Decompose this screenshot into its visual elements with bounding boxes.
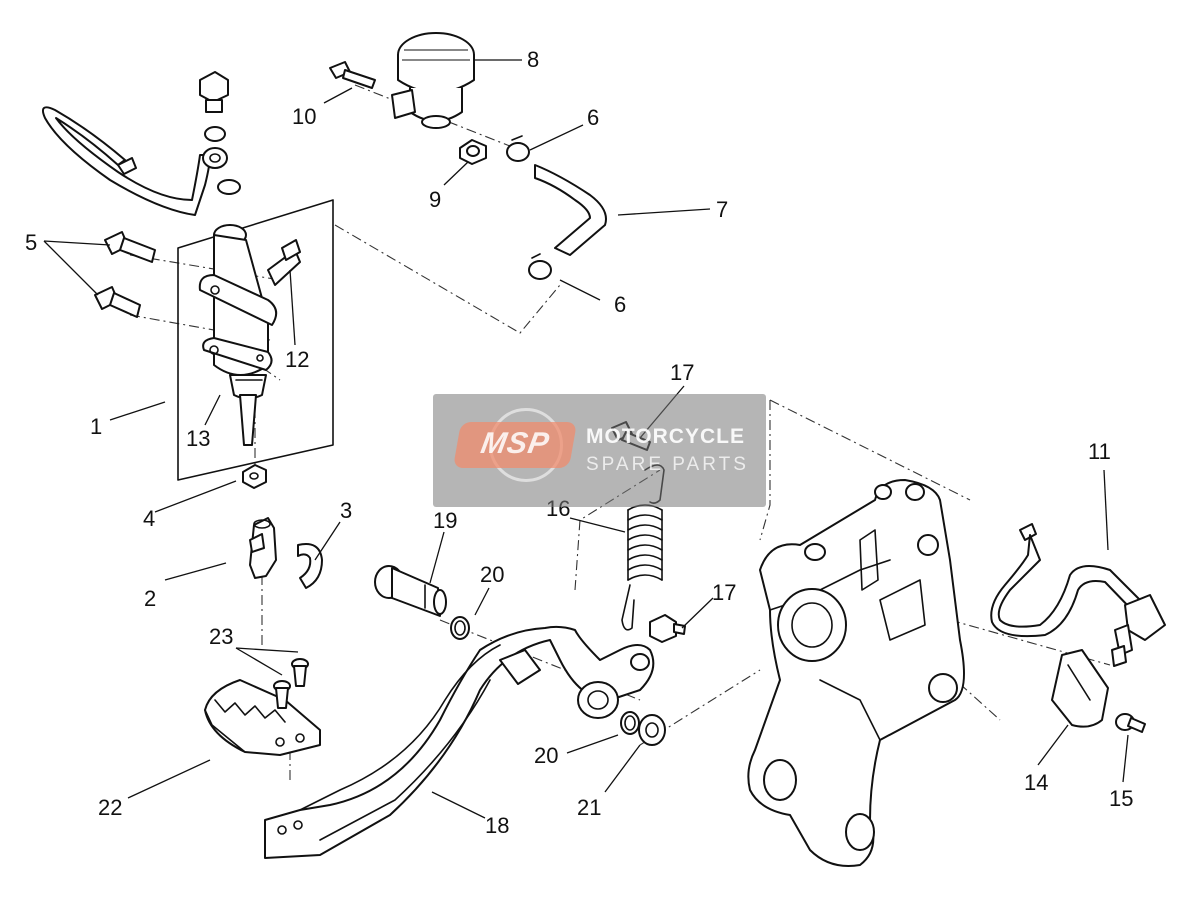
clip-part-3 [297,543,323,589]
screw-part-10 [329,61,376,89]
callout-21: 21 [577,795,601,820]
callout-17-lower: 17 [712,580,736,605]
pivot-pin-part-19 [374,565,447,617]
watermark-logo-text: MSP [478,427,553,460]
switch-bracket-part-14 [1051,649,1109,728]
master-cylinder-frame [177,199,334,481]
brake-light-switch-cable [990,523,1166,667]
callout-6-upper: 6 [587,105,599,130]
callout-22: 22 [98,795,122,820]
callout-20-upper: 20 [480,562,504,587]
callout-1: 1 [90,414,102,439]
bolt-part-5-upper [104,231,156,263]
callout-15: 15 [1109,786,1133,811]
callout-17-upper: 17 [670,360,694,385]
caliper-bracket [747,479,965,867]
watermark-logo: MSP [452,422,578,468]
callout-6-lower: 6 [614,292,626,317]
hose-clamp-upper [506,135,530,162]
callout-7: 7 [716,197,728,222]
callout-12: 12 [285,347,309,372]
master-cylinder [198,224,301,446]
callout-8: 8 [527,47,539,72]
callout-14: 14 [1024,770,1048,795]
screw-part-23-left [273,680,291,709]
callout-labels: 1 2 3 4 5 6 6 7 8 9 10 11 12 13 14 15 16… [25,47,1133,838]
brake-fluid-reservoir [391,32,475,129]
screw-part-15 [1115,713,1146,733]
clevis-part-2 [249,517,277,579]
callout-13: 13 [186,426,210,451]
hose-clamp-lower [528,253,552,280]
callout-11: 11 [1088,439,1111,464]
washer-part-20-lower [620,711,640,735]
brake-pedal [264,625,655,859]
bolt-part-5-lower [94,286,141,318]
callout-18: 18 [485,813,509,838]
watermark: MSP MOTORCYCLE SPARE PARTS [433,394,766,507]
callout-23: 23 [209,624,233,649]
bleeder-part-12 [281,239,301,261]
nut-part-9 [459,139,487,165]
callout-20-lower: 20 [534,743,558,768]
pedal-tip-part-22 [204,679,321,756]
brake-line [42,71,241,216]
nut-part-4 [242,464,267,489]
bolt-part-17-lower [649,614,686,643]
callout-5: 5 [25,230,37,255]
callout-4: 4 [143,506,155,531]
watermark-title: MOTORCYCLE [586,425,745,448]
washer-part-20-upper [450,616,470,640]
screw-part-23-right [291,658,309,687]
callout-3: 3 [340,498,352,523]
callout-2: 2 [144,586,156,611]
callout-9: 9 [429,187,441,212]
watermark-subtitle: SPARE PARTS [586,454,749,475]
callout-19: 19 [433,508,457,533]
callout-10: 10 [292,104,316,129]
reservoir-hose [534,164,607,256]
washer-part-21 [638,714,666,746]
